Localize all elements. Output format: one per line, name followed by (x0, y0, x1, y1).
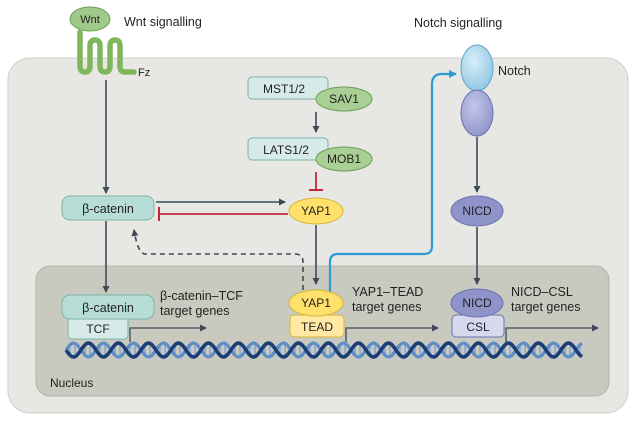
mst-label: MST1/2 (263, 82, 305, 96)
tead-label: TEAD (301, 320, 333, 334)
lats-label: LATS1/2 (263, 143, 309, 157)
nuclear-yap-oval (288, 289, 344, 317)
mst-box (247, 76, 329, 100)
frizzled-label: Fz (138, 67, 150, 79)
yap-oval (288, 197, 344, 225)
mob-label: MOB1 (327, 152, 361, 166)
dashed-arrow-yap-to-beta-catenin (131, 229, 304, 290)
wnt-ligand-label: Wnt (80, 14, 100, 26)
nuclear-beta-catenin-box (61, 294, 155, 320)
wnt-target-genes-line1: β-catenin–TCF (160, 289, 243, 303)
dna-strand (64, 341, 583, 359)
notch-target-genes-line2: target genes (511, 300, 581, 314)
nicd-label: NICD (462, 204, 492, 218)
mob-oval (315, 146, 373, 172)
notch-receptor-extracellular (460, 44, 494, 92)
yap-target-genes-line1: YAP1–TEAD (352, 285, 423, 299)
sav-label: SAV1 (329, 92, 359, 106)
dna-helix (64, 341, 584, 359)
arrow-yap-to-notch (328, 70, 457, 292)
notch-transcription-arrow (505, 324, 599, 342)
tcf-label: TCF (86, 322, 109, 336)
notch-receptor-intracellular (460, 89, 494, 137)
yap-transcription-arrow (345, 324, 439, 342)
wnt-target-genes-line2: target genes (160, 304, 230, 318)
nuclear-yap-label: YAP1 (301, 296, 331, 310)
beta-catenin-label: β-catenin (82, 202, 134, 216)
nuclear-beta-catenin-label: β-catenin (82, 301, 134, 315)
csl-label: CSL (466, 320, 490, 334)
nuclear-nicd-oval (450, 288, 504, 318)
notch-receptor-label: Notch (498, 64, 531, 78)
dna-strand (64, 341, 584, 359)
wnt-signalling-title: Wnt signalling (124, 15, 202, 29)
nicd-oval (450, 195, 504, 227)
notch-signalling-title: Notch signalling (414, 16, 502, 30)
nucleus-label: Nucleus (50, 376, 93, 390)
sav-oval (315, 86, 373, 112)
yap-target-genes-line2: target genes (352, 300, 422, 314)
frizzled-receptor (77, 29, 137, 75)
notch-target-genes-line1: NICD–CSL (511, 285, 573, 299)
yap-label: YAP1 (301, 204, 331, 218)
beta-catenin-box (61, 195, 155, 221)
wnt-ligand (69, 6, 111, 32)
wnt-transcription-arrow (129, 324, 207, 342)
nuclear-nicd-label: NICD (462, 296, 492, 310)
